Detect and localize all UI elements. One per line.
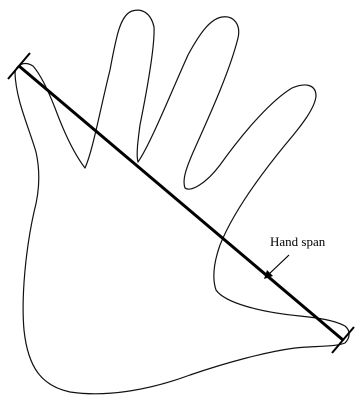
hand-span-line [19,66,343,340]
span-end-tick-left [8,53,30,79]
hand-span-label: Hand span [270,234,326,249]
span-end-tick-right [332,327,354,353]
label-leader-line [268,255,289,275]
